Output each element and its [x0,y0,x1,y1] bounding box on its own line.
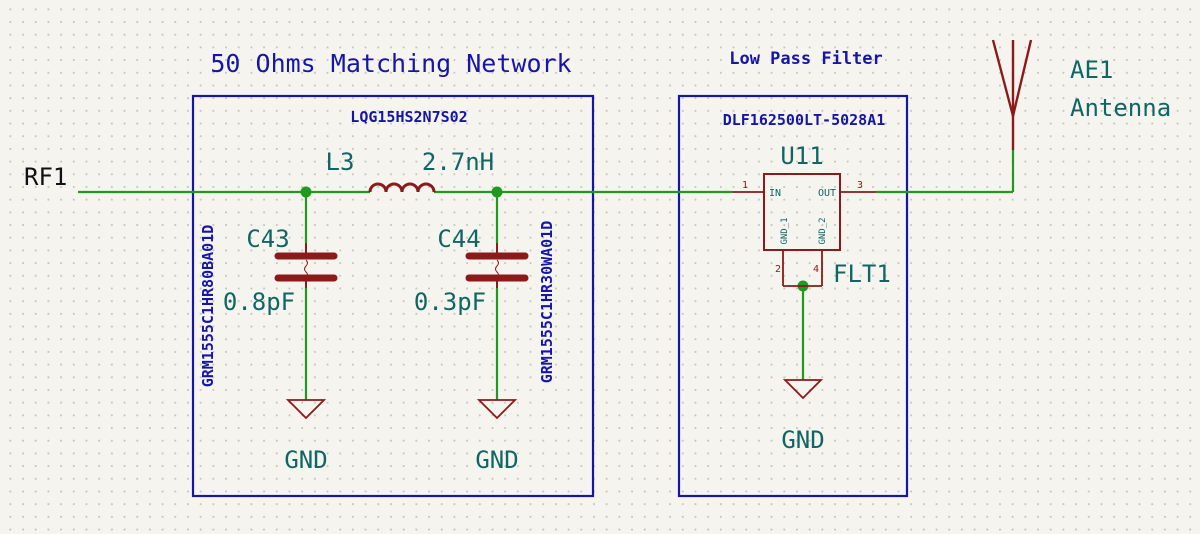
filter-u11-ref: U11 [780,142,823,170]
ground-label-filter: GND [781,426,824,454]
ground-label-c43: GND [284,446,327,474]
capacitor-c44-ref: C44 [437,225,480,253]
pin-out-name: OUT [818,188,836,199]
capacitor-c43-value: 0.8pF [223,288,295,316]
ground-symbol-c43[interactable] [285,399,327,420]
pin-out-number: 3 [857,180,863,191]
matching-network-title: 50 Ohms Matching Network [210,49,571,78]
low-pass-filter-title: Low Pass Filter [729,49,883,69]
antenna-ae1[interactable] [991,39,1033,150]
capacitor-c44[interactable] [465,243,529,288]
ground-symbol-c44[interactable] [476,399,518,420]
capacitor-c43-ref: C43 [246,225,289,253]
filter-flt1-ref: FLT1 [833,260,891,288]
pin-gnd1-name: GND_1 [780,217,790,244]
inductor-l3[interactable] [368,182,436,193]
capacitor-c44-value: 0.3pF [414,288,486,316]
pin-gnd1-number: 2 [775,264,781,275]
pin-in-number: 1 [742,180,748,191]
inductor-part-number: LQG15HS2N7S02 [350,108,467,126]
ground-label-c44: GND [475,446,518,474]
matching-network-box[interactable] [191,94,595,498]
inductor-l3-value: 2.7nH [422,148,494,176]
antenna-ae1-ref: AE1 [1070,56,1113,84]
low-pass-filter-box[interactable] [677,94,909,498]
filter-part-number: DLF162500LT-5028A1 [723,111,886,129]
junction-c44[interactable] [491,186,503,198]
pin-gnd2-number: 4 [813,264,819,275]
capacitor-c43[interactable] [274,243,338,288]
filter-u11[interactable] [732,173,876,287]
pin-gnd2-name: GND_2 [818,217,828,244]
net-label-rf1[interactable]: RF1 [24,163,67,191]
antenna-ae1-value: Antenna [1070,94,1171,122]
ground-symbol-filter[interactable] [782,379,824,400]
pin-in-name: IN [769,188,781,199]
cap-right-part-number: GRM1555C1HR30WA01D [538,221,556,384]
inductor-l3-ref: L3 [326,148,355,176]
cap-left-part-number: GRM1555C1HR80BA01D [199,225,217,388]
junction-c43[interactable] [300,186,312,198]
